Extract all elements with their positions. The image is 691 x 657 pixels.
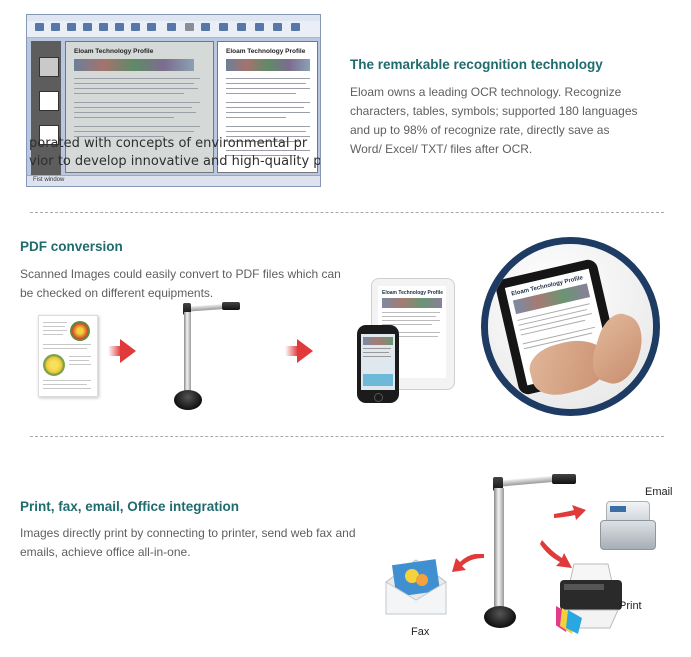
toolbar-icon	[219, 23, 228, 31]
toolbar-icon	[99, 23, 108, 31]
toolbar-icon	[291, 23, 300, 31]
arrow-to-printer-icon	[540, 540, 572, 568]
pdf-description: Scanned Images could easily convert to P…	[20, 265, 350, 303]
ocr-description: Eloam owns a leading OCR technology. Rec…	[350, 83, 670, 159]
office-heading: Print, fax, email, Office integration	[20, 499, 240, 514]
section-divider	[30, 212, 664, 213]
toolbar-icon	[67, 23, 76, 31]
arrow-to-fax-icon	[452, 554, 484, 572]
ocr-software-screenshot: Eloam Technology Profile Eloam Technolog…	[26, 14, 321, 187]
source-image-pane: Eloam Technology Profile	[65, 41, 214, 173]
fax-label: Fax	[411, 626, 430, 638]
toolbar-icon	[255, 23, 264, 31]
print-label: Print	[619, 600, 642, 612]
toolbar-icon	[131, 23, 140, 31]
office-description-line: emails, achieve office all-in-one.	[20, 545, 191, 559]
ocr-result-pane: Eloam Technology Profile	[217, 41, 318, 173]
status-label: Fist window	[33, 177, 65, 183]
toolbar-icon	[51, 23, 60, 31]
toolbar-icon	[147, 23, 156, 31]
toolbar-icon	[35, 23, 44, 31]
thumbnail-sidebar	[31, 41, 61, 181]
tablet-in-hand-photo: Eloam Technology Profile	[481, 237, 660, 416]
ocr-description-line: Word/ Excel/ TXT/ files after OCR.	[350, 142, 533, 156]
ocr-description-line: and up to 98% of recognize rate, directl…	[350, 123, 610, 137]
right-arrow-icon	[108, 339, 136, 363]
right-arrow-icon	[285, 339, 313, 363]
source-photo-strip	[74, 59, 194, 71]
toolbar-icon	[273, 23, 282, 31]
pdf-description-line: be checked on different equipments.	[20, 286, 214, 300]
smartphone-device	[357, 325, 399, 403]
tablet-doc-title: Eloam Technology Profile	[382, 290, 444, 296]
ocr-description-line: characters, tables, symbols; supported 1…	[350, 104, 638, 118]
flower-photo	[43, 354, 65, 376]
pdf-heading: PDF conversion	[20, 239, 123, 254]
ocr-description-line: Eloam owns a leading OCR technology. Rec…	[350, 85, 622, 99]
toolbar-icon	[83, 23, 92, 31]
scanned-document	[38, 315, 98, 397]
flower-photo	[70, 321, 90, 341]
source-doc-title: Eloam Technology Profile	[74, 48, 154, 55]
magnified-text-line: vior to develop innovative and high-qual…	[29, 154, 321, 169]
ocr-heading: The remarkable recognition technology	[350, 57, 603, 72]
section-divider	[30, 436, 664, 437]
toolbar-icon	[237, 23, 246, 31]
magnified-text-line: porated with concepts of environmental p…	[29, 136, 308, 151]
page-thumbnail	[39, 91, 59, 111]
page-thumbnail	[39, 125, 59, 145]
toolbar-icon	[201, 23, 210, 31]
toolbar-icon	[115, 23, 124, 31]
office-description-line: Images directly print by connecting to p…	[20, 526, 356, 540]
email-label: Email	[645, 486, 673, 498]
result-doc-title: Eloam Technology Profile	[226, 48, 306, 55]
app-menubar	[27, 15, 320, 21]
toolbar-icon	[167, 23, 176, 31]
app-statusbar: Fist window	[27, 175, 320, 186]
page-thumbnail	[39, 57, 59, 77]
pdf-description-line: Scanned Images could easily convert to P…	[20, 267, 341, 281]
office-description: Images directly print by connecting to p…	[20, 524, 365, 562]
toolbar-icon	[185, 23, 194, 31]
arrow-to-email-icon	[554, 505, 586, 520]
result-photo-strip	[226, 59, 310, 71]
